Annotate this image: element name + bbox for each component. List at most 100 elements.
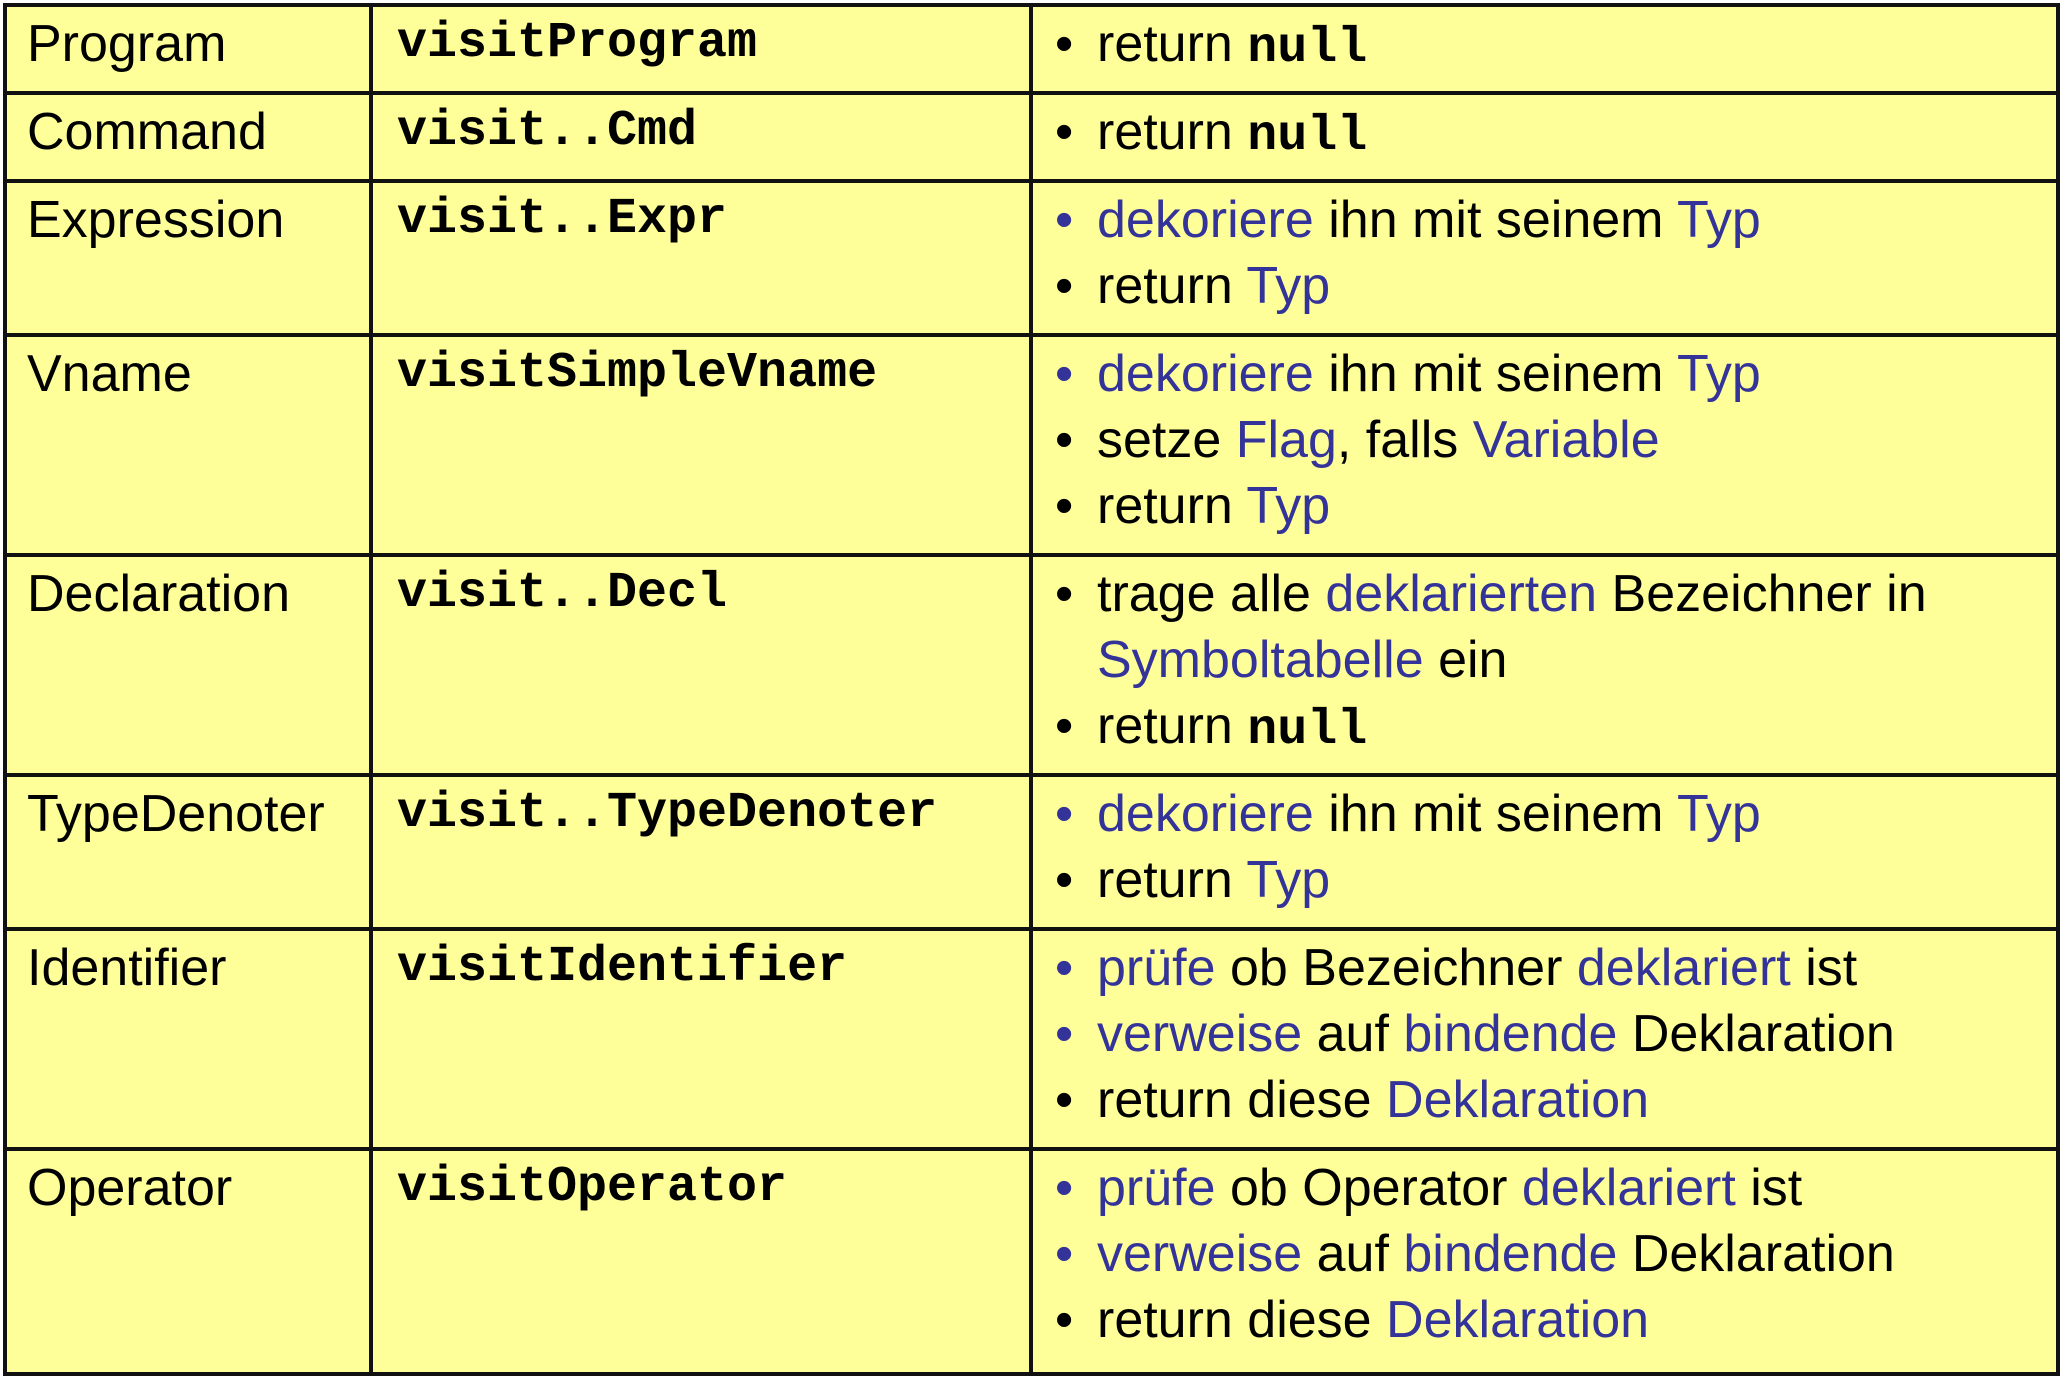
visitor-method-cell: visitOperator [369,1147,1033,1376]
bullet-icon: • [1055,1005,1074,1063]
highlighted-term: deklariert [1521,1159,1736,1217]
action-list: •return null [1051,99,2048,170]
node-type-cell: Program [3,3,373,95]
action-text: ihn mit seinem [1313,191,1677,249]
action-item: •return null [1051,11,2048,82]
code-keyword: null [1247,108,1368,165]
actions-cell: • dekoriere ihn mit seinem Typ • return Typ [1029,773,2060,931]
action-text: auf [1302,1005,1404,1063]
bullet-icon: • [1055,939,1074,997]
highlighted-term: bindende [1403,1225,1618,1283]
action-item: •verweise auf bindende Deklaration [1051,1001,2048,1067]
action-item: •setze Flag, falls Variable [1051,407,2048,473]
bullet-icon: • [1055,697,1074,755]
actions-cell: • prüfe ob Operator deklariert ist• verwei… [1029,1147,2060,1376]
highlighted-term: Typ [1246,851,1331,909]
highlighted-term: Typ [1676,191,1761,249]
highlighted-term: verweise [1097,1225,1303,1283]
actions-cell: •return null [1029,3,2060,95]
highlighted-term: verweise [1097,1005,1303,1063]
action-item: •return Typ [1051,253,2048,319]
node-type-cell: Command [3,91,373,183]
bullet-icon: • [1055,477,1074,535]
action-list: • prüfe ob Operator deklariert ist• verwei… [1051,1155,2048,1353]
highlighted-term: bindende [1403,1005,1618,1063]
action-item: •prüfe ob Bezeichner deklariert ist [1051,935,2048,1001]
highlighted-term: Typ [1246,477,1331,535]
action-item: •return diese Deklaration [1051,1287,2048,1353]
action-text: return [1097,15,1248,73]
action-text: return [1097,257,1247,315]
action-text: trage alle [1097,565,1326,623]
highlighted-term: Flag [1235,411,1337,469]
action-text: Bezeichner in [1597,565,1927,623]
bullet-icon: • [1055,1071,1074,1129]
visitor-method-cell: visitSimpleVname [369,333,1033,557]
action-text: return diese [1097,1071,1387,1129]
action-text: ihn mit seinem [1313,345,1677,403]
actions-cell: •dekoriere ihn mit seinem Typ•return Typ [1029,179,2060,337]
code-keyword: null [1247,20,1368,77]
action-item: • verweise auf bindende Deklaration [1051,1221,2048,1287]
bullet-icon: • [1055,785,1074,843]
highlighted-term: dekoriere [1097,785,1314,843]
action-text: ist [1735,1159,1803,1217]
node-type-cell: Identifier [3,927,373,1151]
bullet-icon: • [1055,565,1074,623]
action-text: Deklaration [1617,1225,1895,1283]
action-text: ist [1790,939,1858,997]
highlighted-term: Symboltabelle [1097,631,1424,689]
node-type-cell: Vname [3,333,373,557]
bullet-icon: • [1055,411,1074,469]
action-text: return [1097,697,1248,755]
highlighted-term: dekoriere [1097,191,1314,249]
visitor-method-cell: visit..Decl [369,553,1033,777]
action-text: ob Bezeichner [1215,939,1577,997]
actions-cell: •trage alle deklarierten Bezeichner in S… [1029,553,2060,777]
highlighted-term: Typ [1676,785,1761,843]
node-type-cell: TypeDenoter [3,773,373,931]
action-list: •prüfe ob Bezeichner deklariert ist•verw… [1051,935,2048,1133]
action-list: • dekoriere ihn mit seinem Typ • return Typ [1051,781,2048,913]
action-text: return [1097,851,1247,909]
node-type-cell: Operator [3,1147,373,1376]
action-text: ob Operator [1215,1159,1522,1217]
action-item: •dekoriere ihn mit seinem Typ [1051,187,2048,253]
highlighted-term: Deklaration [1386,1291,1650,1349]
action-text: , falls [1336,411,1473,469]
action-item: •return diese Deklaration [1051,1067,2048,1133]
actions-cell: • dekoriere ihn mit seinem Typ•setze Flag… [1029,333,2060,557]
node-type-cell: Declaration [3,553,373,777]
visitor-method-cell: visit..Expr [369,179,1033,337]
bullet-icon: • [1055,851,1074,909]
highlighted-term: Typ [1676,345,1761,403]
action-text: return diese [1097,1291,1387,1349]
action-text: auf [1302,1225,1404,1283]
action-text: ihn mit seinem [1313,785,1677,843]
action-text: return [1097,103,1248,161]
action-item: •return null [1051,693,2048,764]
action-list: •trage alle deklarierten Bezeichner in S… [1051,561,2048,764]
action-item: •trage alle deklarierten Bezeichner in S… [1051,561,2048,693]
visitor-method-cell: visitIdentifier [369,927,1033,1151]
highlighted-term: Variable [1472,411,1660,469]
bullet-icon: • [1055,345,1074,403]
action-list: • dekoriere ihn mit seinem Typ•setze Flag… [1051,341,2048,539]
action-text: ein [1423,631,1508,689]
actions-cell: •return null [1029,91,2060,183]
highlighted-term: dekoriere [1097,345,1314,403]
bullet-icon: • [1055,1225,1074,1283]
action-item: • dekoriere ihn mit seinem Typ [1051,341,2048,407]
highlighted-term: deklariert [1576,939,1791,997]
action-item: • return Typ [1051,847,2048,913]
highlighted-term: prüfe [1097,1159,1216,1217]
